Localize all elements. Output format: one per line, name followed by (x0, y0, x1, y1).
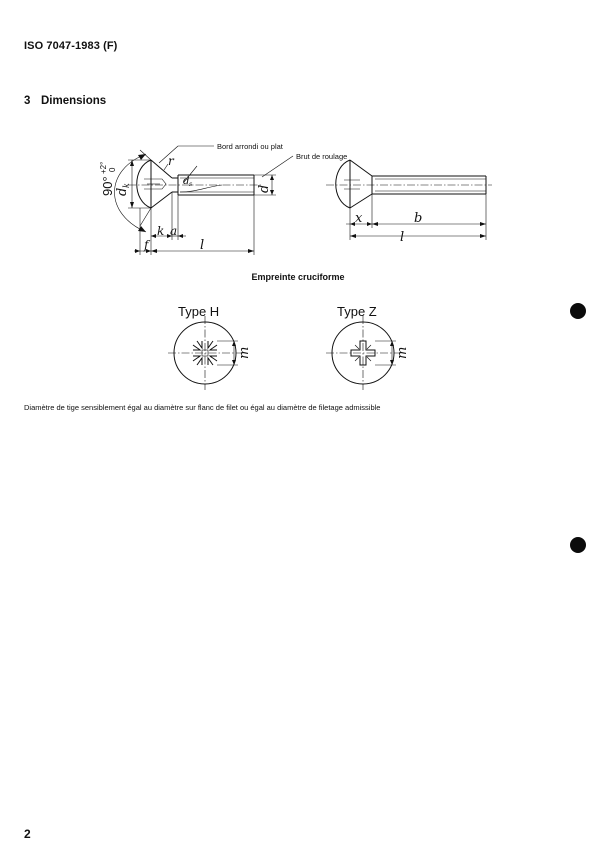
recess-type-h (168, 316, 242, 390)
annotation-blank: Brut de roulage (296, 152, 347, 161)
angle-tol-minus: 0 (108, 167, 117, 172)
binder-hole-top (570, 303, 586, 319)
angle-label-group: 90° +2° 0 (99, 162, 117, 196)
dim-m-h: m (237, 347, 252, 359)
dim-l: l (200, 238, 204, 253)
screw-detail-view (114, 145, 294, 255)
dim-b: b (414, 211, 422, 226)
angle-tol-plus: +2° (99, 162, 108, 174)
recess-type-z (326, 316, 400, 390)
section-title: 3 Dimensions (24, 95, 106, 107)
dim-dk-group: d k (115, 183, 131, 196)
dim-a: a (170, 224, 177, 238)
dim-k: k (157, 224, 164, 238)
type-z-label: Type Z (337, 304, 377, 319)
section-title-text: Dimensions (41, 95, 107, 107)
type-h-label: Type H (178, 304, 219, 319)
footnote: Diamètre de tige sensiblement égal au di… (24, 403, 381, 412)
dim-x: x (355, 211, 363, 226)
dim-dk: d (115, 188, 130, 196)
dim-ds-sub: s (189, 180, 193, 188)
dim-l2: l (400, 230, 404, 245)
dim-m-z: m (395, 347, 410, 359)
binder-hole-bottom (570, 537, 586, 553)
section-number: 3 (24, 95, 31, 107)
angle-arc (114, 153, 147, 233)
annotation-edge: Bord arrondi ou plat (217, 142, 284, 151)
angle-label: 90° (100, 176, 115, 196)
dim-dk-sub: k (122, 183, 131, 188)
document-header: ISO 7047-1983 (F) (24, 40, 118, 52)
dim-r: r (168, 154, 175, 168)
dim-ds: d (183, 176, 189, 187)
screw-head-dome (136, 159, 152, 209)
dim-f: f (143, 238, 151, 252)
page-number: 2 (24, 827, 31, 841)
screw-blank-view (326, 159, 492, 240)
recess-heading: Empreinte cruciforme (251, 272, 345, 282)
dim-d: d (257, 185, 272, 193)
